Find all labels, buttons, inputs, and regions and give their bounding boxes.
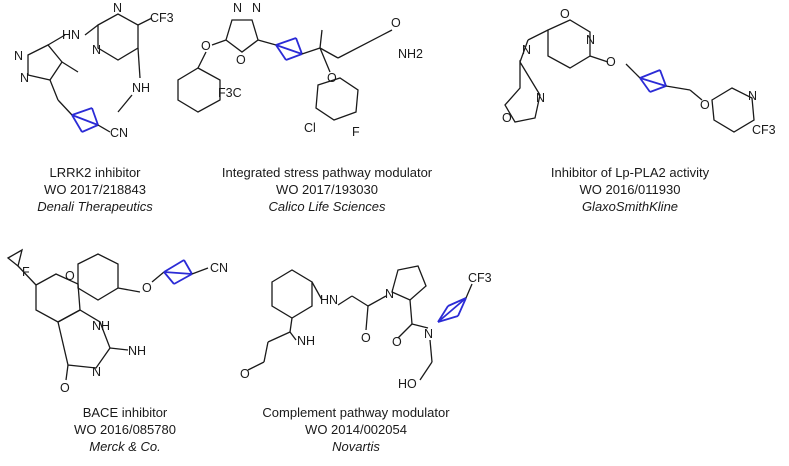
- atom-label: N: [586, 33, 595, 47]
- company-name: Novartis: [332, 439, 380, 454]
- aryl-ring: [177, 67, 221, 113]
- patent-number: WO 2017/218843: [44, 182, 146, 197]
- atom-label: O: [392, 335, 402, 349]
- bicyclopentane-icon: [639, 69, 667, 93]
- atom-label: NH2: [398, 47, 423, 61]
- patent-number: WO 2017/193030: [276, 182, 378, 197]
- atom-label: CF3: [752, 123, 776, 137]
- atom-label: CF3: [468, 271, 492, 285]
- aryl-ring: [271, 269, 313, 319]
- atom-label: N: [536, 91, 545, 105]
- aryl-ring: [77, 253, 119, 301]
- bicyclopentane-icon: [163, 259, 193, 285]
- caption-complement-modulator: Complement pathway modulator WO 2014/002…: [236, 404, 476, 455]
- company-name: Calico Life Sciences: [268, 199, 386, 214]
- atom-label: CN: [110, 126, 128, 140]
- atom-label: N: [20, 71, 29, 85]
- atom-label: N: [424, 327, 433, 341]
- pyridine-ring: [711, 87, 755, 133]
- structure-lrrk2-inhibitor: HN N N CF3 NH N N CN: [14, 1, 174, 140]
- atom-label: O: [606, 55, 616, 69]
- patent-number: WO 2016/011930: [579, 182, 681, 197]
- structure-lp-pla2-inhibitor: O N N N O O O N CF3: [502, 7, 776, 137]
- target-label: Inhibitor of Lp-PLA2 activity: [550, 165, 710, 180]
- caption-lrrk2-inhibitor: LRRK2 inhibitor WO 2017/218843 Denali Th…: [0, 164, 205, 215]
- atom-label: N: [252, 1, 261, 15]
- cyclopropyl-ring: [6, 248, 24, 268]
- atom-label: O: [65, 269, 75, 283]
- target-label: Complement pathway modulator: [262, 405, 450, 420]
- atom-label: NH: [132, 81, 150, 95]
- atom-label: H: [320, 293, 329, 307]
- atom-label: O: [391, 16, 401, 30]
- caption-isr-modulator: Integrated stress pathway modulator WO 2…: [202, 164, 452, 215]
- structure-complement-modulator: H N O NH N O N HO CF3 O: [240, 265, 492, 391]
- atom-label: F3C: [218, 86, 242, 100]
- atom-label: O: [142, 281, 152, 295]
- pyrimidinone-ring: [547, 19, 591, 69]
- target-label: BACE inhibitor: [82, 405, 168, 420]
- company-name: Merck & Co.: [89, 439, 161, 454]
- structure-isr-modulator: N N O O O NH2 O F3C Cl F: [177, 1, 423, 139]
- atom-label: CF3: [150, 11, 174, 25]
- atom-label: O: [361, 331, 371, 345]
- atom-label: N: [329, 293, 338, 307]
- atom-label: CN: [210, 261, 228, 275]
- oxadiazole-ring: [225, 19, 259, 53]
- patent-number: WO 2014/002054: [305, 422, 407, 437]
- atom-label: O: [60, 381, 70, 395]
- company-name: Denali Therapeutics: [37, 199, 153, 214]
- atom-label: N: [92, 365, 101, 379]
- atom-label: NH: [297, 334, 315, 348]
- atom-label: N: [14, 49, 23, 63]
- aryl-ring: [315, 77, 359, 121]
- atom-label: O: [240, 367, 250, 381]
- atom-label: NH: [128, 344, 146, 358]
- atom-label: F: [352, 125, 360, 139]
- pyrazole-ring: [27, 44, 63, 81]
- atom-label: N: [522, 43, 531, 57]
- bicyclopentane-icon: [275, 37, 303, 61]
- target-label: LRRK2 inhibitor: [49, 165, 141, 180]
- pyrrolidine-ring: [391, 265, 427, 301]
- atom-label: N: [233, 1, 242, 15]
- fused-ring: [504, 59, 541, 123]
- atom-label: HO: [398, 377, 417, 391]
- atom-label: N: [92, 43, 101, 57]
- caption-bace-inhibitor: BACE inhibitor WO 2016/085780 Merck & Co…: [15, 404, 235, 455]
- bicyclopentane-icon: [437, 297, 467, 323]
- atom-label: O: [560, 7, 570, 21]
- atom-label: HN: [62, 28, 80, 42]
- atom-label: NH: [92, 319, 110, 333]
- atom-label: O: [327, 71, 337, 85]
- atom-label: N: [113, 1, 122, 15]
- atom-label: Cl: [304, 121, 316, 135]
- target-label: Integrated stress pathway modulator: [221, 165, 433, 180]
- structure-bace-inhibitor: F O O CN NH NH N O: [6, 248, 228, 395]
- atom-label: F: [22, 265, 30, 279]
- atom-label: O: [700, 98, 710, 112]
- caption-lp-pla2-inhibitor: Inhibitor of Lp-PLA2 activity WO 2016/01…: [520, 164, 740, 215]
- atom-label: O: [236, 53, 246, 67]
- bicyclopentane-icon: [71, 107, 99, 133]
- pyrimidine-ring: [97, 13, 139, 61]
- atom-label: N: [385, 287, 394, 301]
- patent-number: WO 2016/085780: [74, 422, 176, 437]
- atom-label: O: [201, 39, 211, 53]
- atom-label: N: [748, 89, 757, 103]
- atom-label: O: [502, 111, 512, 125]
- company-name: GlaxoSmithKline: [581, 199, 679, 214]
